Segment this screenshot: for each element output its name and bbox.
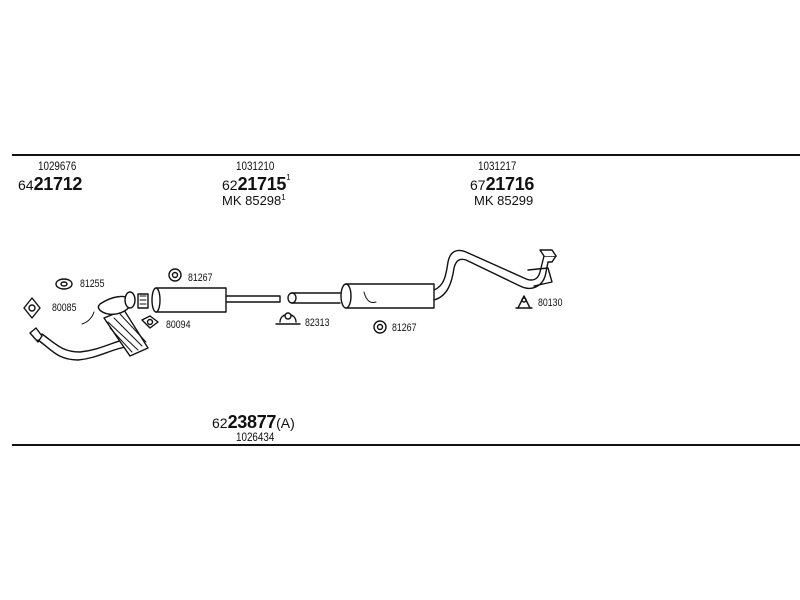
clamp-82313 <box>275 312 301 325</box>
part-number-3-prefix: 67 <box>470 177 486 193</box>
part-number-1-main: 21712 <box>33 174 83 194</box>
ref-number-2: 1031210 <box>236 159 275 173</box>
kit-number-suffix: (A) <box>276 415 295 431</box>
part-label-81267-a: 81267 <box>188 272 213 284</box>
rubber-mount-81267-b <box>373 320 387 334</box>
kit-number: 6223877(A) <box>212 413 295 431</box>
bottom-divider-line <box>12 444 800 446</box>
part-label-80130: 80130 <box>538 297 563 309</box>
part-label-80085: 80085 <box>52 302 77 314</box>
part-number-3-main: 21716 <box>485 174 535 194</box>
part-number-2-sup: 1 <box>286 173 291 182</box>
part-number-2: 62217151 <box>222 173 291 194</box>
front-pipe <box>29 291 149 361</box>
part-number-2-prefix: 62 <box>222 177 238 193</box>
part-label-81267-b: 81267 <box>392 322 417 334</box>
part-number-3: 6721716 <box>470 175 534 193</box>
mk-number-2-sup: 1 <box>281 193 286 202</box>
mk-number-2-text: MK 85298 <box>222 193 282 208</box>
ref-number-3: 1031217 <box>478 159 517 173</box>
kit-number-main: 23877 <box>227 412 277 432</box>
gasket-81255 <box>55 278 73 290</box>
part-label-81255: 81255 <box>80 278 105 290</box>
part-number-1: 6421712 <box>18 175 82 193</box>
kit-number-prefix: 62 <box>212 415 228 431</box>
part-label-82313: 82313 <box>305 317 330 329</box>
gasket-80085 <box>23 297 41 319</box>
middle-silencer <box>137 287 281 313</box>
top-divider-line <box>12 154 800 156</box>
part-number-2-main: 21715 <box>237 174 287 194</box>
part-number-1-prefix: 64 <box>18 177 34 193</box>
ref-number-1: 1029676 <box>38 159 77 173</box>
part-label-80094: 80094 <box>166 319 191 331</box>
rubber-mount-81267-a <box>168 268 182 282</box>
clamp-80094 <box>141 315 159 329</box>
mk-number-3: MK 85299 <box>474 193 534 208</box>
mk-number-2: MK 852981 <box>222 193 286 208</box>
hanger-80130 <box>515 295 533 309</box>
rear-silencer <box>287 249 557 309</box>
kit-ref-number: 1026434 <box>236 430 275 444</box>
